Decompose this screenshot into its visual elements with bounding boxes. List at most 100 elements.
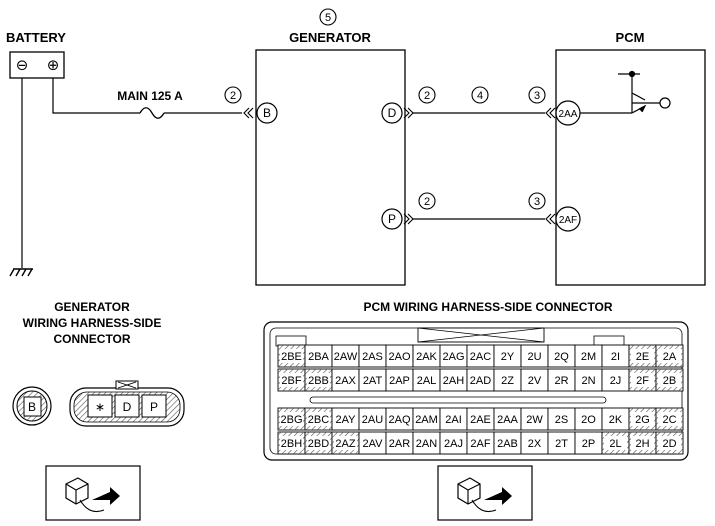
pcm-pin-label: 2D	[662, 438, 676, 450]
svg-text:P: P	[388, 212, 396, 226]
pcm-pin: 2N	[574, 368, 603, 392]
pcm-pin-label: 2BE	[281, 351, 302, 363]
callout-p-wire-a: 2	[418, 192, 436, 210]
pcm-pin: 2AN	[412, 431, 441, 455]
pcm-pin-label: 2W	[526, 414, 543, 426]
callout-d-wire-a: 2	[418, 86, 436, 104]
pcm-pin-label: 2AH	[443, 375, 464, 387]
pcm-pin: 2X	[520, 431, 549, 455]
pcm-pin: 2AR	[385, 431, 414, 455]
pcm-pin-label: 2AJ	[444, 438, 463, 450]
pcm-pin: 2BB	[304, 368, 333, 392]
pcm-pin: 2AU	[358, 407, 387, 431]
fuse-icon	[139, 107, 165, 119]
pcm-pin: 2AP	[385, 368, 414, 392]
battery-label: BATTERY	[6, 30, 66, 45]
pcm-pin: 2K	[601, 407, 630, 431]
fuse-label: MAIN 125 A	[117, 89, 183, 103]
callout-p-wire-c: 3	[528, 192, 546, 210]
svg-text:B: B	[263, 106, 271, 120]
pcm-pin-label: 2BB	[308, 375, 329, 387]
pcm-pin-label: 2AC	[470, 351, 491, 363]
pcm-pin-label: 2I	[611, 351, 620, 363]
svg-text:WIRING HARNESS-SIDE: WIRING HARNESS-SIDE	[23, 316, 162, 330]
pcm-pin-label: 2H	[635, 438, 649, 450]
svg-text:3: 3	[534, 196, 540, 208]
generator-terminal-d: D	[381, 102, 403, 124]
pcm-pin: 2AL	[412, 368, 441, 392]
svg-text:2: 2	[230, 90, 236, 102]
pcm-pin-label: 2AG	[442, 351, 464, 363]
pcm-pin-label: 2AO	[388, 351, 410, 363]
pcm-pin-label: 2V	[528, 375, 542, 387]
pcm-pin-label: 2B	[663, 375, 676, 387]
pcm-pin-label: 2M	[581, 351, 596, 363]
pcm-pin-label: 2AD	[470, 375, 491, 387]
pcm-pin-label: 2F	[636, 375, 649, 387]
pcm-pin: 2Y	[493, 344, 522, 368]
pcm-pin-label: 2X	[528, 438, 542, 450]
pcm-pin-label: 2Q	[554, 351, 569, 363]
pcm-pin-label: 2L	[609, 438, 621, 450]
pcm-pin-label: 2AM	[415, 414, 438, 426]
pcm-pin: 2AW	[331, 344, 360, 368]
pcm-pin: 2BF	[277, 368, 306, 392]
pcm-pin: 2S	[547, 407, 576, 431]
pcm-pin: 2F	[628, 368, 657, 392]
callout-generator: 5	[319, 8, 337, 26]
callout-fuse-wire: 2	[224, 86, 242, 104]
pcm-pin-label: 2AN	[416, 438, 437, 450]
generator-terminal-b: B	[256, 102, 278, 124]
pcm-pin: 2I	[601, 344, 630, 368]
svg-text:5: 5	[325, 12, 331, 24]
pcm-pin: 2Z	[493, 368, 522, 392]
pcm-pin-label: 2BG	[280, 414, 302, 426]
pcm-pin: 2J	[601, 368, 630, 392]
pcm-pin: 2AH	[439, 368, 468, 392]
pcm-pin-label: 2AP	[389, 375, 410, 387]
pcm-pin: 2AX	[331, 368, 360, 392]
battery-negative-terminal: ⊖	[16, 57, 29, 74]
battery-positive-wire	[52, 78, 140, 114]
svg-text:GENERATOR: GENERATOR	[54, 300, 130, 314]
pcm-pin: 2H	[628, 431, 657, 455]
pcm-pin: 2BG	[277, 407, 306, 431]
pcm-pin-label: 2AR	[389, 438, 410, 450]
pcm-pin-label: 2K	[609, 414, 623, 426]
pcm-label: PCM	[616, 30, 645, 45]
pcm-pin: 2AG	[439, 344, 468, 368]
pcm-pin-label: 2BH	[281, 438, 302, 450]
pcm-pin-label: 2AB	[497, 438, 518, 450]
generator-connector-title: GENERATOR WIRING HARNESS-SIDE CONNECTOR	[23, 300, 162, 346]
battery-positive-terminal: ⊕	[47, 57, 60, 74]
pcm-pin: 2L	[601, 431, 630, 455]
pcm-pin: 2AJ	[439, 431, 468, 455]
pcm-pin: 2AD	[466, 368, 495, 392]
pcm-pin-label: 2T	[555, 438, 568, 450]
pcm-pin-label: 2AE	[470, 414, 491, 426]
pcm-pin: 2BE	[277, 344, 306, 368]
connector-view-icon	[437, 465, 533, 521]
pcm-pin-label: 2C	[662, 414, 676, 426]
pcm-pin: 2D	[655, 431, 684, 455]
pcm-pin-label: 2AY	[336, 414, 357, 426]
pcm-pin: 2AE	[466, 407, 495, 431]
pcm-pin-label: 2N	[581, 375, 595, 387]
pcm-pin-label: 2AF	[470, 438, 490, 450]
pcm-pin: 2AT	[358, 368, 387, 392]
pcm-pin: 2AO	[385, 344, 414, 368]
svg-text:2: 2	[424, 90, 430, 102]
pcm-pin: 2P	[574, 431, 603, 455]
ground-icon	[9, 268, 33, 277]
pcm-pin: 2A	[655, 344, 684, 368]
connector-arrow-icon	[545, 107, 556, 119]
callout-d-wire-b: 4	[471, 86, 489, 104]
gen-connector-pin-2: D	[123, 400, 132, 414]
pcm-pin-label: 2Y	[501, 351, 515, 363]
pcm-pin: 2R	[547, 368, 576, 392]
connector-view-icon	[45, 465, 141, 521]
pcm-pin-label: 2J	[610, 375, 622, 387]
pcm-pin: 2G	[628, 407, 657, 431]
pcm-block: PCM 2AA 2AF	[555, 30, 706, 286]
